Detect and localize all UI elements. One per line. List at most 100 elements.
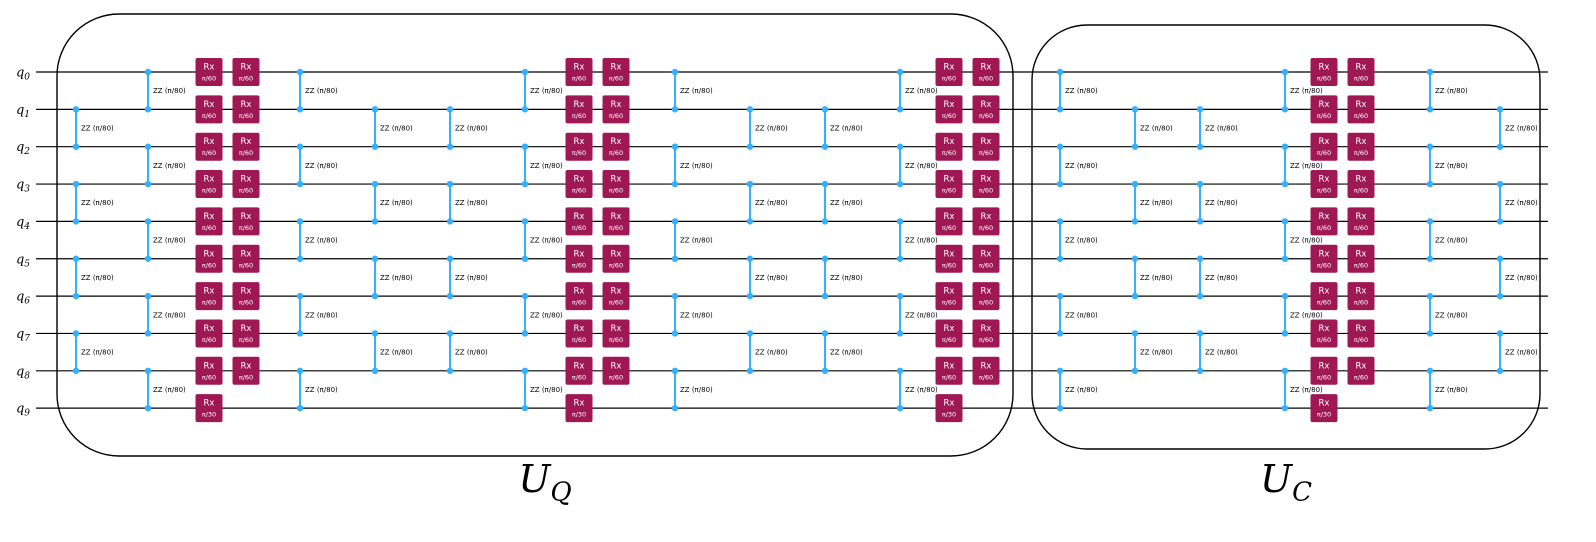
rx-gate-angle: π/60 [942,224,956,232]
rx-gate-name: Rx [1319,212,1330,222]
zz-gate-label: ZZ (π/80) [81,125,114,133]
rx-gate-name: Rx [204,399,215,409]
rx-gate-angle: π/60 [239,75,253,83]
rx-gate-angle: π/60 [1317,149,1331,157]
zz-dot [72,143,80,150]
rx-gate [1347,170,1375,199]
zz-dot [1056,68,1064,76]
zz-gate-label: ZZ (π/80) [530,162,563,170]
rx-gate-name: Rx [1356,249,1367,259]
zz-dot [371,292,379,300]
rx-gate-angle: π/60 [202,373,216,381]
rx-gate [935,170,963,199]
rx-gate [195,132,223,161]
zz-gate-label: ZZ (π/80) [153,87,186,95]
zz-gate-label: ZZ (π/80) [1140,199,1173,207]
qubit-label-0: q0 [16,66,30,83]
rx-gate [602,170,630,199]
rx-gate [565,132,593,161]
uq-caption: UQ [485,460,605,506]
zz-dot [1281,367,1289,374]
uc-caption-sub: C [1292,477,1312,508]
zz-gate-label: ZZ (π/80) [81,274,114,282]
rx-gate [565,319,593,348]
zz-dot [821,367,829,374]
rx-gate [602,207,630,236]
rx-gate-angle: π/30 [942,411,956,419]
zz-gate-label: ZZ (π/80) [530,237,563,245]
zz-dot [1131,330,1139,337]
rx-gate [1347,282,1375,311]
zz-dot [821,106,829,113]
qubit-label-2: q2 [16,140,30,157]
zz-dot [1281,218,1289,225]
zz-gate-label: ZZ (π/80) [1505,199,1538,207]
zz-gate-label: ZZ (π/80) [1065,386,1098,394]
zz-gate-label: ZZ (π/80) [755,274,788,282]
rx-gate-name: Rx [241,212,252,222]
zz-dot [746,218,754,225]
zz-gate-label: ZZ (π/80) [305,386,338,394]
rx-gate [195,282,223,311]
rx-gate-name: Rx [981,100,992,110]
rx-gate [565,207,593,236]
rx-gate-angle: π/60 [1317,224,1331,232]
rx-gate-name: Rx [611,287,622,297]
rx-gate [1310,394,1338,423]
zz-dot [446,367,454,374]
rx-gate [1347,207,1375,236]
zz-dot [521,106,529,113]
rx-gate-name: Rx [944,63,955,73]
rx-gate-angle: π/60 [1317,261,1331,269]
zz-gate-label: ZZ (π/80) [905,237,938,245]
zz-gate-label: ZZ (π/80) [680,162,713,170]
zz-dot [72,180,80,188]
rx-gate-angle: π/60 [202,75,216,83]
rx-gate-name: Rx [1319,324,1330,334]
rx-gate [195,244,223,273]
zz-gate-label: ZZ (π/80) [1140,125,1173,133]
zz-dot [1426,180,1434,188]
zz-dot [1131,106,1139,113]
rx-gate-angle: π/60 [572,75,586,83]
rx-gate-angle: π/60 [572,299,586,307]
zz-gate-label: ZZ (π/80) [1065,311,1098,319]
rx-gate-name: Rx [944,100,955,110]
zz-gate-label: ZZ (π/80) [905,87,938,95]
zz-gate-label: ZZ (π/80) [1205,199,1238,207]
zz-gate-label: ZZ (π/80) [305,162,338,170]
zz-dot [671,180,679,188]
rx-gate-name: Rx [981,361,992,371]
rx-gate-name: Rx [981,175,992,185]
rx-gate-angle: π/60 [572,224,586,232]
rx-gate-angle: π/60 [202,336,216,344]
zz-gate-label: ZZ (π/80) [455,125,488,133]
zz-dot [521,180,529,188]
rx-gate-angle: π/60 [572,112,586,120]
rx-gate-angle: π/60 [979,373,993,381]
zz-dot [1426,68,1434,76]
zz-dot [896,255,904,262]
rx-gate-name: Rx [241,324,252,334]
rx-gate-angle: π/60 [979,224,993,232]
zz-dot [1496,143,1504,150]
rx-gate-name: Rx [1356,212,1367,222]
rx-gate-angle: π/60 [202,299,216,307]
rx-gate-name: Rx [1356,361,1367,371]
rx-gate-name: Rx [241,63,252,73]
rx-gate-name: Rx [981,63,992,73]
rx-gate [195,356,223,385]
rx-gate [602,132,630,161]
rx-gate-name: Rx [1319,361,1330,371]
zz-dot [671,143,679,150]
qubit-label-4: q4 [16,215,30,232]
rx-gate [1347,58,1375,86]
rx-gate [232,282,260,311]
zz-dot [144,367,152,374]
zz-dot [296,255,304,262]
zz-dot [1131,143,1139,150]
zz-dot [144,106,152,113]
rx-gate-angle: π/60 [609,336,623,344]
zz-gate-label: ZZ (π/80) [1205,125,1238,133]
